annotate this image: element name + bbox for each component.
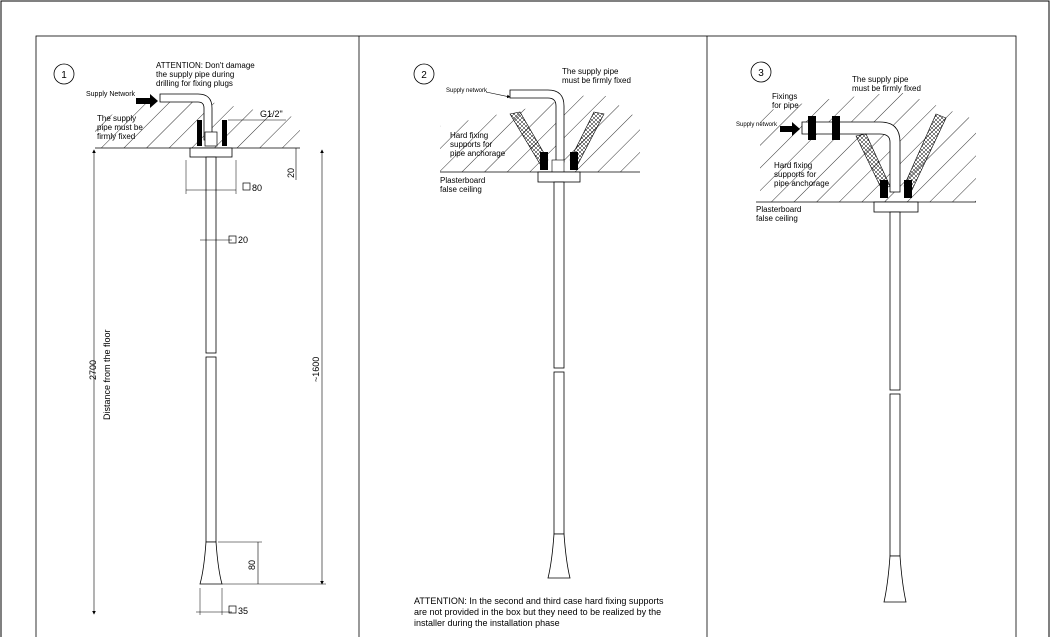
ceiling-flange — [873, 201, 919, 213]
ceiling-flange — [537, 171, 581, 183]
fixings-line-1: Fixings — [772, 92, 797, 101]
supply-network-label: Supply network — [446, 88, 488, 94]
step-number-circle — [413, 63, 435, 85]
shower-arm-tip — [199, 541, 223, 585]
attention-line-1: ATTENTION: In the second and third case … — [414, 596, 664, 606]
shower-arm-upper — [205, 156, 217, 354]
shower-arm-upper — [889, 211, 901, 391]
fixed-note-line-2: must be firmly fixed — [852, 84, 921, 93]
shower-arm-tip — [883, 555, 907, 603]
hard-fixing-line-3: pipe anchorage — [774, 179, 830, 188]
panel-3: 3 The supply pipe must be firmly fixed F… — [736, 61, 976, 603]
shower-arm-lower — [553, 371, 565, 535]
fixed-note-line-2: pipe must be — [97, 123, 143, 132]
ceiling-flange — [189, 147, 233, 158]
shower-arm-lower — [205, 356, 217, 543]
dim-20-pipe: 20 — [238, 235, 248, 245]
hard-fixing-line-1: Hard fixing — [450, 131, 488, 140]
dim-2700: 2700 — [88, 360, 98, 380]
dim-1600: ~1600 — [311, 357, 321, 382]
hard-fixing-line-3: pipe anchorage — [450, 149, 506, 158]
hard-fixing-line-2: supports for — [774, 170, 817, 179]
plasterboard-line-1: Plasterboard — [756, 205, 801, 214]
step-number: 3 — [758, 68, 764, 79]
supply-network-label: Supply Network — [86, 91, 136, 98]
fixed-note-line-2: must be firmly fixed — [562, 76, 631, 85]
ceiling-slab-hatch — [440, 92, 640, 172]
step-number: 2 — [421, 70, 427, 81]
attention-line-3: installer during the installation phase — [414, 618, 560, 628]
hard-fixing-line-1: Hard fixing — [774, 161, 812, 170]
shower-arm-tip — [547, 533, 571, 579]
supply-network-label: Supply network — [736, 122, 778, 128]
dim-80-top: 80 — [252, 183, 262, 193]
dim-35: 35 — [238, 606, 248, 616]
attention-line-2: are not provided in the box but they nee… — [414, 607, 661, 617]
fixed-note-line-1: The supply — [97, 114, 136, 123]
plasterboard-line-2: false ceiling — [756, 214, 798, 223]
fixed-note-line-1: The supply pipe — [562, 67, 619, 76]
attention-line-1: ATTENTION: Don't damage — [156, 61, 255, 70]
panel-1: 1 ATTENTION: Don't damage the supply pip… — [53, 61, 326, 616]
dim-20-side: 20 — [286, 168, 296, 178]
panel-2: 2 The supply pipe must be firmly fixed S… — [413, 63, 664, 628]
thread-label: G1/2" — [260, 109, 283, 119]
shower-arm-lower — [889, 393, 901, 557]
step-number: 1 — [61, 70, 67, 81]
attention-line-3: drilling for fixing plugs — [156, 79, 233, 88]
dim-80-bottom: 80 — [247, 560, 257, 570]
fixed-note-line-3: firmly fixed — [97, 132, 135, 141]
distance-from-floor: Distance from the floor — [102, 329, 112, 420]
shower-arm-upper — [553, 181, 565, 369]
attention-line-2: the supply pipe during — [156, 70, 234, 79]
hard-fixing-support-left — [855, 133, 891, 191]
fixings-line-2: for pipe — [772, 101, 799, 110]
plasterboard-line-1: Plasterboard — [440, 176, 485, 185]
plasterboard-line-2: false ceiling — [440, 185, 482, 194]
step-number-circle — [53, 63, 75, 85]
hard-fixing-line-2: supports for — [450, 140, 493, 149]
fixed-note-line-1: The supply pipe — [852, 75, 909, 84]
step-number-circle — [750, 61, 772, 83]
